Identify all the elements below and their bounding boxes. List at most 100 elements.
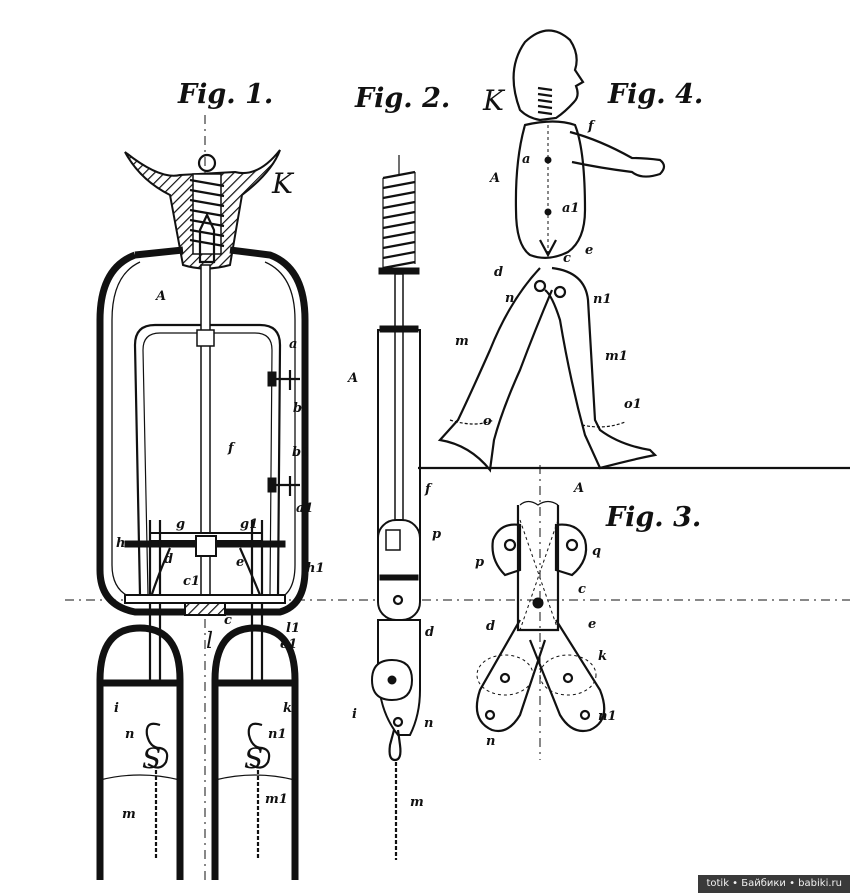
fig1-label-m1: m1 <box>265 792 288 807</box>
fig3-label-e: e <box>588 617 596 632</box>
fig2-pin-p <box>385 529 401 551</box>
fig1-label-f: f <box>227 441 236 456</box>
fig3-label-q: q <box>592 544 601 559</box>
fig4-title: Fig. 4. <box>607 79 703 110</box>
fig2-title: Fig. 2. <box>354 83 450 114</box>
fig3-pin-k <box>562 672 574 684</box>
fig3-pin-n1 <box>579 709 591 721</box>
fig4-scissor <box>539 239 557 258</box>
hook-S-left <box>145 722 169 769</box>
fig1-label-l1: l1 <box>286 621 300 636</box>
fig2-spring <box>378 170 420 275</box>
fig3-frame-A <box>516 505 560 632</box>
fig1-label-d: d <box>164 552 173 567</box>
fig1-label-b: b <box>293 401 302 416</box>
figure-2: Fig. 2. A f p d i n m <box>346 83 450 860</box>
fig3-label-n: n <box>486 734 495 749</box>
fig2-eyelet <box>388 729 402 762</box>
leg-left-pin-i <box>99 679 181 687</box>
fig4-label-f: f <box>587 119 596 134</box>
fig1-label-m: m <box>122 807 136 822</box>
fig3-label-d: d <box>486 619 495 634</box>
fig2-label-p: p <box>432 527 441 542</box>
fig1-label-e1: e1 <box>280 637 297 652</box>
fig4-label-a1: a1 <box>562 201 579 216</box>
fig3-plate-q <box>554 523 588 577</box>
rod-guide <box>196 329 215 347</box>
fig1-label-l: l <box>206 629 213 654</box>
fig1-label-a: a <box>289 337 297 352</box>
fig3-plate-p <box>491 523 522 577</box>
fig3-title: Fig. 3. <box>605 502 701 533</box>
fig4-pin-a <box>544 156 552 164</box>
fig1-label-g: g <box>176 517 185 532</box>
fig4-neck-spring <box>537 86 553 116</box>
center-block <box>195 535 217 557</box>
fig3-label-k: k <box>598 649 607 664</box>
fig4-label-c: c <box>563 251 571 266</box>
fig2-label-f: f <box>424 482 433 497</box>
fig4-leg-m1 <box>544 266 658 470</box>
fig3-label-n1: n1 <box>598 709 617 724</box>
fig4-label-A: A <box>488 171 500 186</box>
bottom-block <box>184 602 226 616</box>
fig3-pin-n <box>484 709 496 721</box>
fig4-pin-a1 <box>544 208 552 216</box>
fig2-label-A: A <box>346 371 358 386</box>
fig4-head <box>512 29 585 122</box>
fig4-knee-lines <box>449 419 626 428</box>
fig4-label-e: e <box>585 243 593 258</box>
fig4-label-m1: m1 <box>605 349 628 364</box>
fig2-pivot <box>392 594 404 606</box>
fig3-label-p: p <box>475 555 484 570</box>
fig1-spring <box>189 173 225 264</box>
fig3-label-c: c <box>578 582 586 597</box>
fig1-label-i: i <box>114 701 119 716</box>
fig4-arm <box>569 130 666 178</box>
leg-right-pin-k <box>214 679 296 687</box>
fig3-cross-lines <box>519 519 559 631</box>
fig4-label-a: a <box>522 152 530 167</box>
fig1-label-n1: n1 <box>268 727 287 742</box>
leg-cut-lines <box>99 774 296 781</box>
fig4-label-n1: n1 <box>593 292 612 307</box>
fig3-pin-d <box>499 672 511 684</box>
fig1-title: Fig. 1. <box>177 79 273 110</box>
hanging-ring <box>197 153 217 173</box>
fig2-label-n: n <box>424 716 433 731</box>
fig4-leg-m <box>437 267 554 473</box>
strings-m <box>154 770 260 860</box>
fig3-pin-p <box>503 538 517 552</box>
fig4-label-o1: o1 <box>624 397 642 412</box>
figure-1: Fig. 1. <box>65 79 850 880</box>
fig3-lever-e <box>528 619 606 733</box>
fig1-label-b1: b1 <box>292 445 310 460</box>
fig4-hip-n1 <box>553 285 567 299</box>
figure-4: Fig. 4. K f a A a1 e c d n n1 m m1 o o1 <box>418 29 850 473</box>
fig1-label-S-right: S <box>244 742 263 775</box>
fig3-pivot-c <box>532 597 544 609</box>
fig1-label-a1: a1 <box>296 501 313 516</box>
fig4-label-o: o <box>483 414 492 429</box>
fig1-label-h: h <box>116 536 125 551</box>
fig1-label-S-left: S <box>142 742 161 775</box>
fig2-pivot-n <box>392 716 404 728</box>
bottom-bar-c <box>124 594 286 604</box>
fig4-label-m: m <box>455 334 469 349</box>
watermark: totik • Байбики • babiki.ru <box>698 875 850 893</box>
fig4-body <box>514 120 587 259</box>
fig1-label-e: e <box>236 555 244 570</box>
fig3-dotted-e <box>539 654 597 696</box>
fig1-label-h1: h1 <box>306 561 325 576</box>
fig4-label-K: K <box>482 84 506 117</box>
fig3-frame-top <box>519 500 559 506</box>
fig3-label-A: A <box>572 481 584 496</box>
fig3-dotted-d <box>476 654 534 696</box>
fig2-label-d: d <box>425 625 434 640</box>
fig1-label-A: A <box>154 289 166 304</box>
side-brackets <box>267 370 300 496</box>
hook-S-right <box>247 722 271 769</box>
fig2-knob-pin <box>387 675 397 685</box>
leg-left <box>96 624 184 880</box>
